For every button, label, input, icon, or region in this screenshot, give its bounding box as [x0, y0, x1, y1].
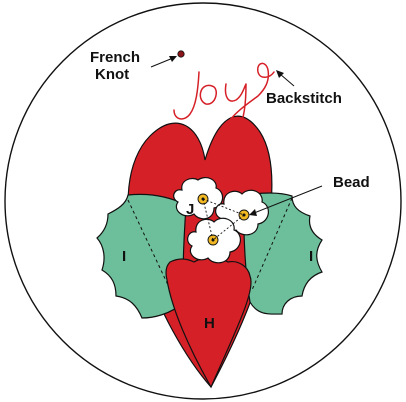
- french-knot-icon: [178, 51, 184, 57]
- piece-label-flower: J: [186, 201, 194, 218]
- bead-label: Bead: [333, 174, 370, 191]
- piece-label-heart: H: [204, 315, 215, 332]
- french-knot-label: French: [90, 49, 140, 66]
- backstitch-label: Backstitch: [266, 90, 342, 107]
- piece-label-holly-right: I: [309, 248, 313, 265]
- piece-label-holly-left: I: [122, 248, 126, 265]
- french-knot-label-2: Knot: [95, 66, 129, 83]
